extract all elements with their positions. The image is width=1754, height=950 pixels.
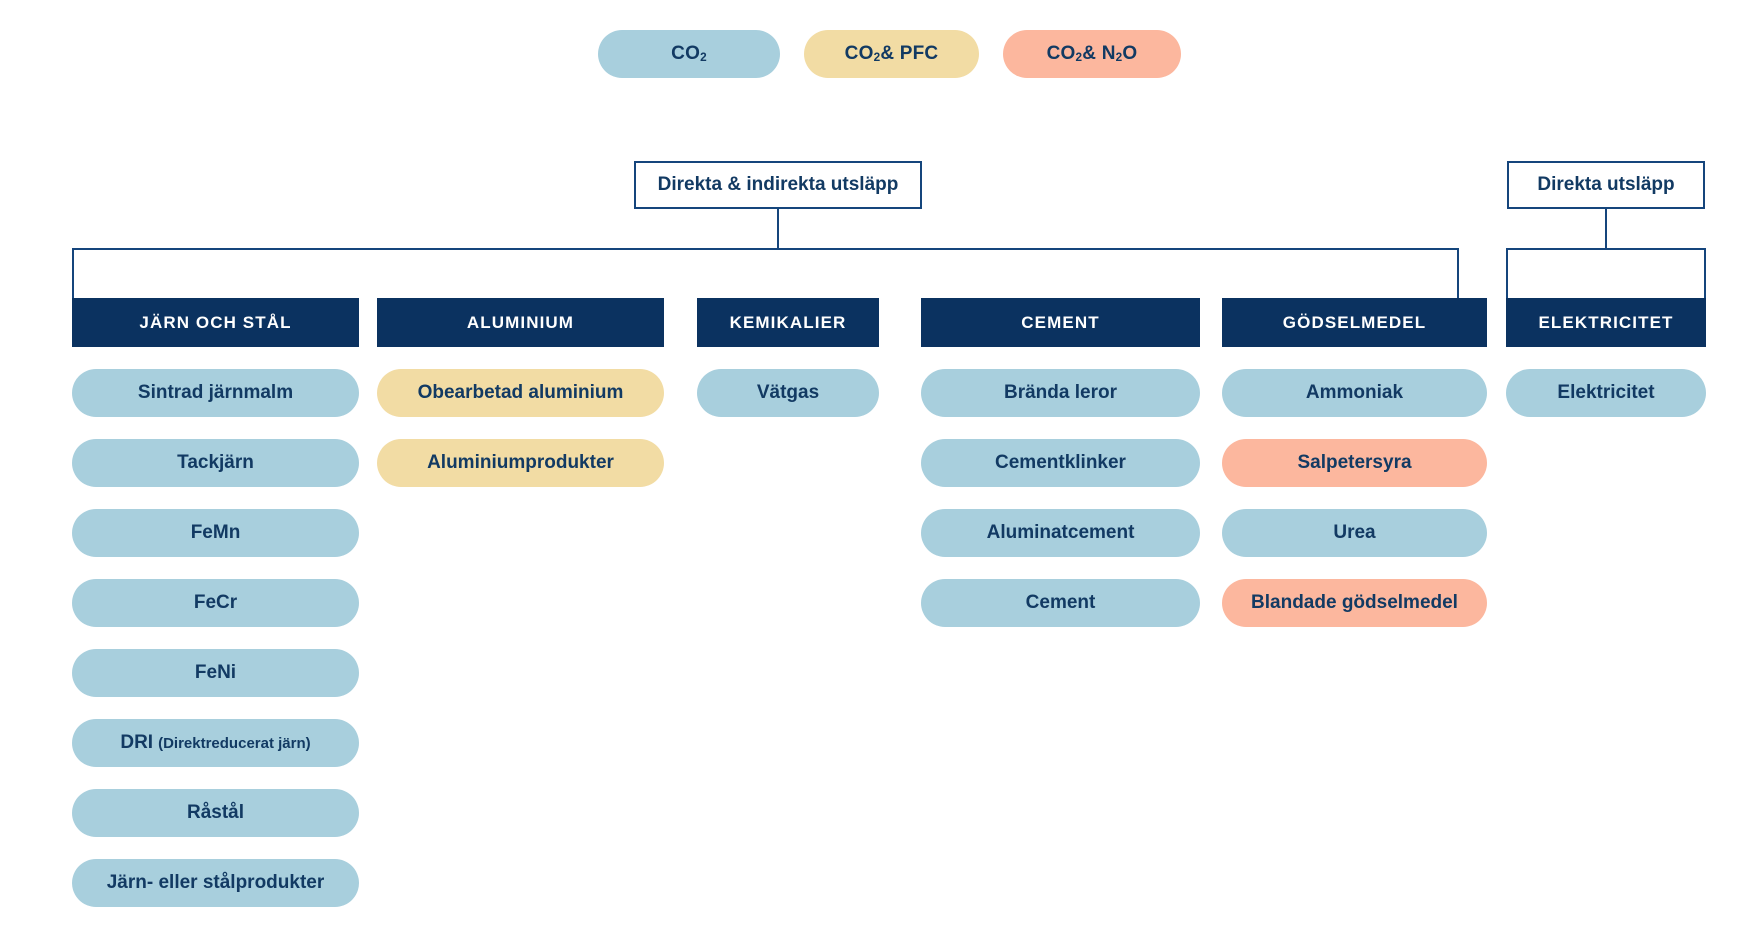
legend-text: & PFC — [880, 43, 939, 64]
pill-jarn-och-stal-6[interactable]: DRI(Direktreducerat järn) — [72, 719, 359, 767]
pill-jarn-och-stal-8[interactable]: Järn- eller stålprodukter — [72, 859, 359, 907]
pill-label: Blandade gödselmedel — [1251, 592, 1458, 613]
pill-label: Aluminiumprodukter — [427, 452, 614, 473]
pill-label: FeCr — [193, 592, 238, 613]
connector-drop-elektricitet-right — [1704, 248, 1706, 298]
connector-drop-godselmedel — [1457, 248, 1459, 298]
pill-label: DRI — [120, 732, 154, 753]
connector-right-group-stem — [1605, 209, 1607, 250]
column-header-cement: CEMENT — [921, 298, 1200, 347]
connector-left-group-stem — [777, 209, 779, 250]
subscript: 2 — [1115, 51, 1123, 65]
pill-jarn-och-stal-3[interactable]: FeMn — [72, 509, 359, 557]
subscript: 2 — [873, 51, 881, 65]
pill-aluminium-1[interactable]: Obearbetad aluminium — [377, 369, 664, 417]
pill-cement-3[interactable]: Aluminatcement — [921, 509, 1200, 557]
column-header-godselmedel: GÖDSELMEDEL — [1222, 298, 1487, 347]
pill-label: Cement — [1025, 592, 1096, 613]
pill-jarn-och-stal-2[interactable]: Tackjärn — [72, 439, 359, 487]
connector-right-bus — [1506, 248, 1706, 250]
connector-drop-jarn-och-stal — [72, 248, 74, 298]
column-header-aluminium: ALUMINIUM — [377, 298, 664, 347]
column-header-elektricitet: ELEKTRICITET — [1506, 298, 1706, 347]
column-elektricitet: ELEKTRICITET Elektricitet — [1506, 298, 1706, 417]
pill-cement-1[interactable]: Brända leror — [921, 369, 1200, 417]
pill-jarn-och-stal-5[interactable]: FeNi — [72, 649, 359, 697]
pill-label: Sintrad järnmalm — [137, 382, 294, 403]
pill-godselmedel-2[interactable]: Salpetersyra — [1222, 439, 1487, 487]
pill-jarn-och-stal-4[interactable]: FeCr — [72, 579, 359, 627]
legend-text: & N — [1082, 43, 1116, 64]
pill-label: FeNi — [194, 662, 237, 683]
column-kemikalier: KEMIKALIER Vätgas — [697, 298, 879, 417]
pill-cement-2[interactable]: Cementklinker — [921, 439, 1200, 487]
pill-elektricitet-1[interactable]: Elektricitet — [1506, 369, 1706, 417]
pill-label: Salpetersyra — [1297, 452, 1412, 473]
group-box-direkta-indirekta-utslapp: Direkta & indirekta utsläpp — [634, 161, 922, 209]
pill-godselmedel-3[interactable]: Urea — [1222, 509, 1487, 557]
pill-label: Tackjärn — [177, 452, 254, 473]
pill-jarn-och-stal-7[interactable]: Råstål — [72, 789, 359, 837]
pill-label: Råstål — [186, 802, 245, 823]
pill-label: Vätgas — [756, 382, 820, 403]
pill-note: (Direktreducerat järn) — [158, 734, 311, 752]
pill-label: FeMn — [190, 522, 241, 543]
connector-left-bus — [72, 248, 1459, 250]
connector-drop-elektricitet-left — [1506, 248, 1508, 298]
column-header-jarn-och-stal: JÄRN OCH STÅL — [72, 298, 359, 347]
pill-kemikalier-1[interactable]: Vätgas — [697, 369, 879, 417]
pill-label: Brända leror — [1004, 382, 1117, 403]
pill-godselmedel-4[interactable]: Blandade gödselmedel — [1222, 579, 1487, 627]
pill-label: Elektricitet — [1557, 382, 1655, 403]
pill-label: Järn- eller stålprodukter — [106, 872, 325, 893]
pill-jarn-och-stal-1[interactable]: Sintrad järnmalm — [72, 369, 359, 417]
group-box-direkta-utslapp: Direkta utsläpp — [1507, 161, 1705, 209]
legend-text: CO — [671, 43, 701, 64]
legend-text: CO — [844, 43, 874, 64]
pill-label: Obearbetad aluminium — [417, 382, 624, 403]
subscript: 2 — [700, 51, 707, 65]
legend-text: O — [1122, 43, 1138, 64]
pill-label: Cementklinker — [995, 452, 1126, 473]
pill-aluminium-2[interactable]: Aluminiumprodukter — [377, 439, 664, 487]
pill-label: Ammoniak — [1305, 382, 1404, 403]
subscript: 2 — [1075, 51, 1083, 65]
pill-godselmedel-1[interactable]: Ammoniak — [1222, 369, 1487, 417]
pill-cement-4[interactable]: Cement — [921, 579, 1200, 627]
legend-text: CO — [1046, 43, 1076, 64]
column-header-kemikalier: KEMIKALIER — [697, 298, 879, 347]
pill-label: Urea — [1333, 522, 1376, 543]
pill-label: Aluminatcement — [986, 522, 1135, 543]
